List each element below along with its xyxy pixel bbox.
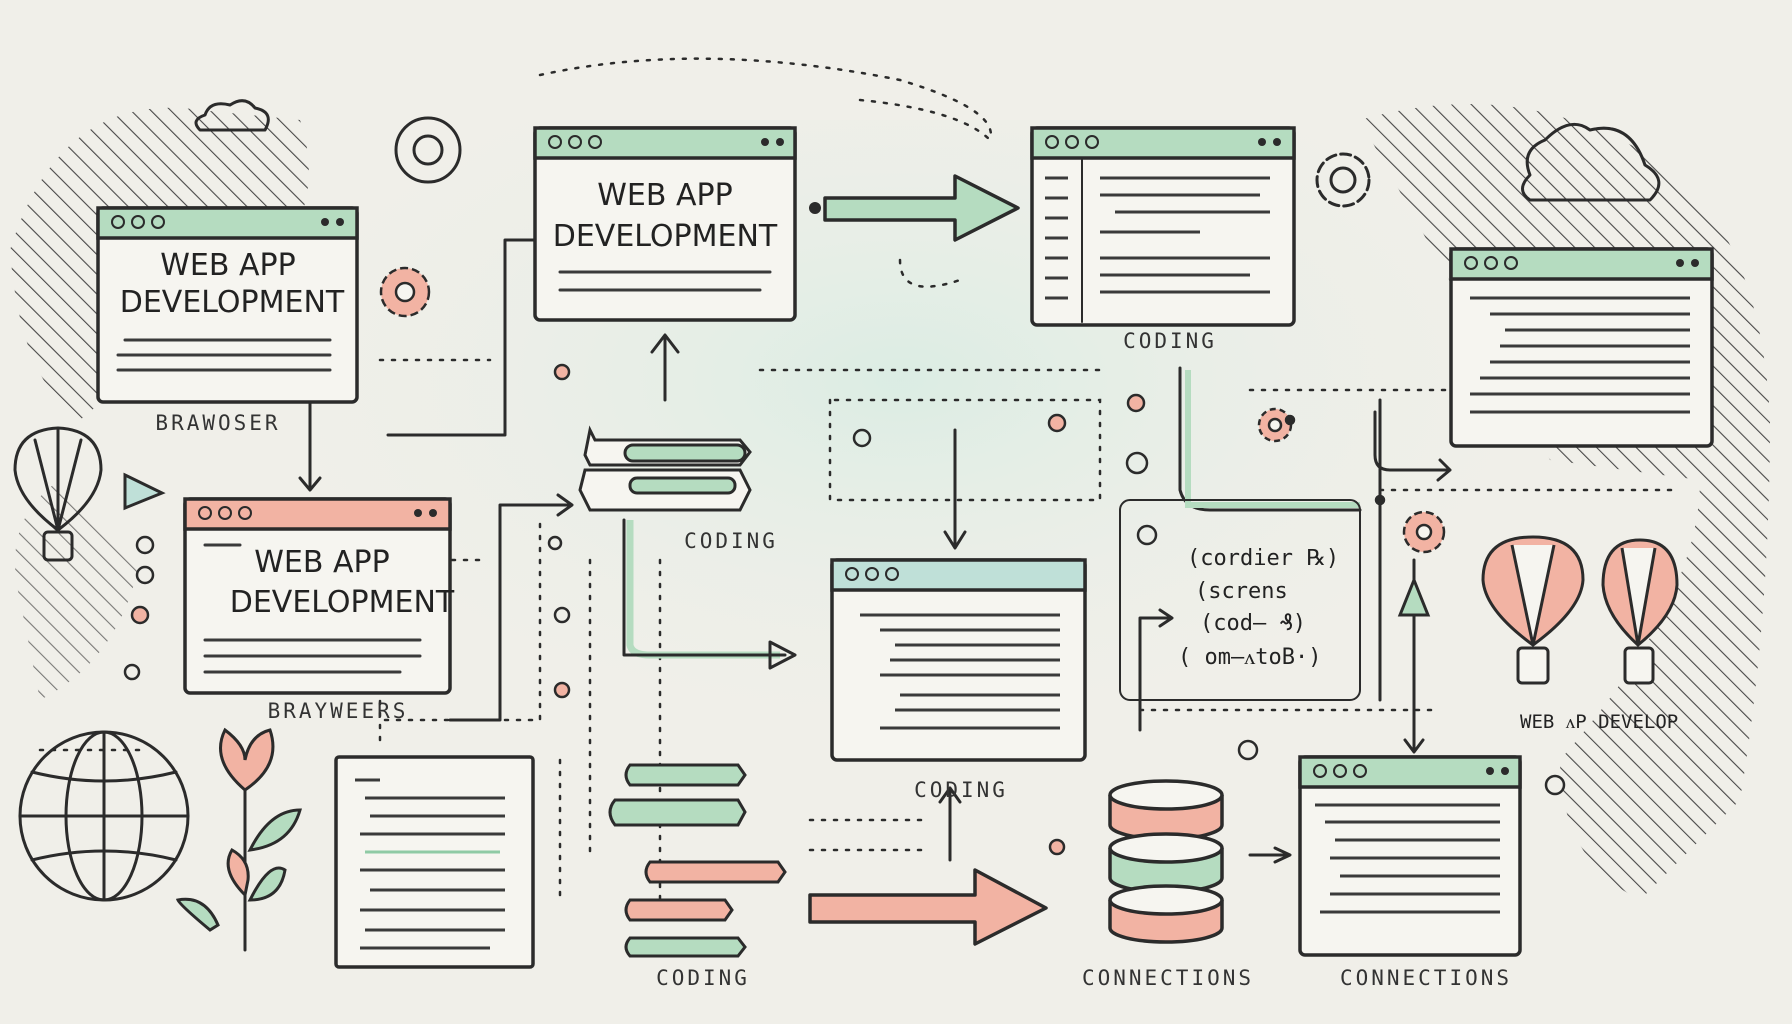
cloud-icon [1521,122,1661,202]
code-window-bottom-right [1298,755,1522,957]
play-triangle-icon [123,472,166,511]
arrow-right-icon [809,174,1020,242]
window-title-line-2: DEVELOPMENT [120,285,345,320]
lightbulb-icon [13,426,103,562]
flower-icon [379,266,1446,554]
connectors [298,238,1452,864]
label-coding: CODING [684,529,778,553]
flower-icon [175,727,302,952]
window-title-line-1: WEB APP [160,248,295,283]
globe-icon [18,730,190,902]
code-window-right [1449,247,1714,448]
gear-icon [1315,152,1371,208]
window-title-line-2: DEVELOPMENT [553,219,778,254]
label-coding: CODING [1123,329,1217,353]
arrow-up-icon [1397,575,1431,617]
code-note: (screns [1195,579,1288,604]
balloon-icon [1481,535,1679,685]
browser-window-top-left: WEB APP DEVELOPMENT [96,206,359,404]
code-note: (cordier ℞) [1187,546,1339,571]
document-page [334,755,535,969]
code-note: ( om—ᴧtoB·) [1178,645,1321,670]
code-window-center [830,558,1087,762]
gear-icon [394,116,462,184]
code-note: (cod— ₰) [1200,611,1306,636]
label-connections: CONNECTIONS [1340,966,1512,990]
database-icon [1108,779,1224,944]
code-notes-box [1119,499,1361,701]
window-title-line-2: DEVELOPMENT [230,585,455,620]
dashed-connectors [38,57,1682,902]
stacked-arrow-bars-bottom [608,763,787,958]
label-connections: CONNECTIONS [1082,966,1254,990]
decorative-dots [123,363,1566,856]
window-title-line-1: WEB APP [597,178,732,213]
stacked-arrow-bars-top [578,425,752,512]
label-browser: BRAWOSER [155,411,280,435]
hatch-left-bottom [15,480,140,700]
label-coding: CODING [656,966,750,990]
browser-window-top-center: WEB APP DEVELOPMENT [533,126,797,322]
arrow-right-icon [808,868,1048,946]
label-coding: CODING [914,778,1008,802]
cloud-icon [194,99,270,132]
browser-window-mid-left: WEB APP DEVELOPMENT [183,497,455,695]
label-browsers: BRAYWEERS [268,699,409,723]
code-window-top [1030,126,1296,327]
window-title-line-1: WEB APP [254,545,389,580]
label-web-app-develop: WEB ᴧP DEVELOP [1520,711,1678,733]
